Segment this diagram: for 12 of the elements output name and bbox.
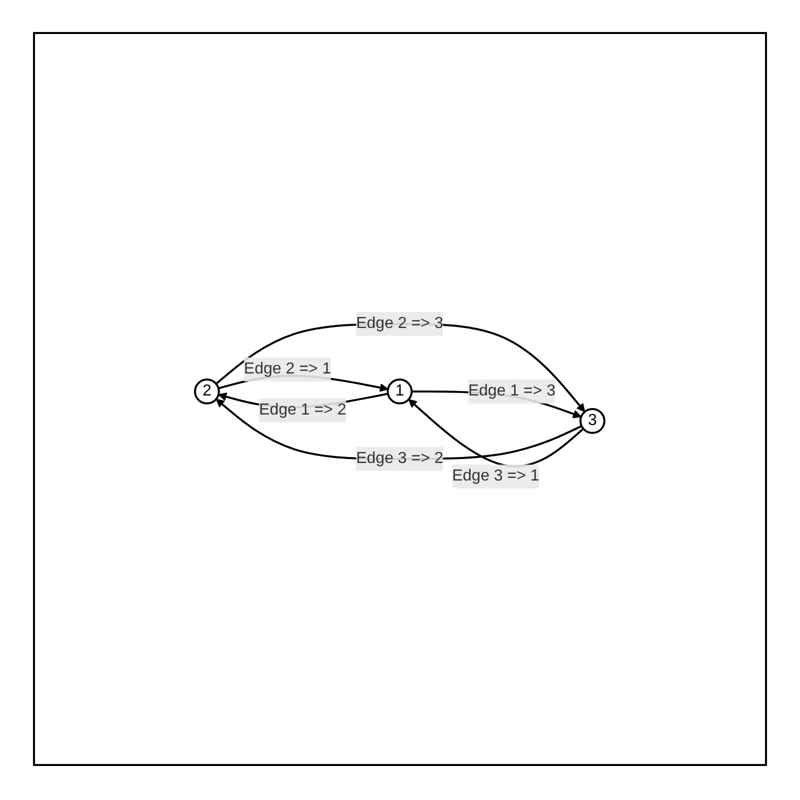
edge-label: Edge 3 => 2 bbox=[356, 450, 444, 467]
arrow bbox=[216, 398, 582, 460]
edge-label: Edge 2 => 1 bbox=[244, 360, 332, 378]
edge-label: Edge 2 => 3 bbox=[356, 314, 444, 332]
node-circle: 2 bbox=[194, 378, 220, 404]
edge-label: Edge 1 => 3 bbox=[468, 382, 556, 400]
edge-label: Edge 1 => 2 bbox=[259, 401, 347, 418]
arrow bbox=[216, 322, 586, 412]
node-circle: 1 bbox=[387, 378, 413, 404]
node-circle: 3 bbox=[580, 408, 606, 434]
edge-label: Edge 3 => 1 bbox=[452, 467, 540, 484]
arrow bbox=[408, 398, 584, 467]
